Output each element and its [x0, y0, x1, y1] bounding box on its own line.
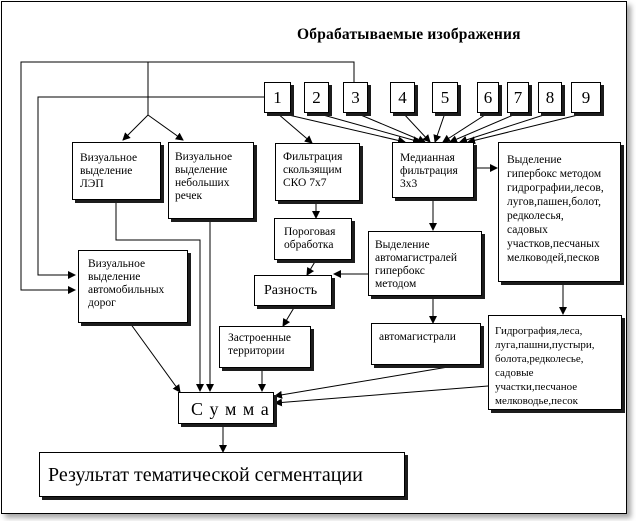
box-threshold: Пороговая обработка: [274, 218, 352, 260]
box-label: Гидрография,леса, луга,пашни,пустыри, бо…: [495, 325, 595, 407]
source-number: 4: [398, 88, 407, 107]
box-label: Визуальное выделение небольших речек: [175, 151, 233, 202]
source-number: 3: [351, 88, 360, 107]
source-number: 6: [483, 88, 493, 107]
box-visual-roads: Визуальное выделение автомобильных дорог: [78, 250, 188, 323]
box-label: Фильтрация скользящим СКО 7х7: [283, 151, 343, 189]
box-label: Выделение автомагистралей гипербокс мето…: [375, 239, 458, 290]
box-difference: Разность: [254, 275, 332, 306]
source-box-5: 5: [432, 82, 458, 113]
box-label: Медианная фильтрация 3х3: [400, 152, 458, 190]
source-box-8: 8: [538, 82, 562, 113]
source-number: 8: [545, 88, 555, 107]
source-number: 1: [273, 88, 282, 107]
source-number: 9: [581, 88, 591, 107]
diagram-title: Обрабатываемые изображения: [297, 26, 521, 43]
box-label: С у м м а: [191, 399, 270, 419]
box-hydrography-result: Гидрография,леса, луга,пашни,пустыри, бо…: [488, 315, 622, 410]
box-label: Разность: [264, 283, 318, 298]
source-box-4: 4: [390, 82, 415, 113]
box-visual-lep: Визуальное выделение ЛЭП: [72, 142, 161, 200]
source-number: 5: [440, 88, 450, 107]
source-box-9: 9: [571, 82, 601, 113]
source-box-6: 6: [477, 82, 499, 113]
source-box-2: 2: [304, 82, 329, 113]
box-sum: С у м м а: [178, 392, 274, 424]
source-box-7: 7: [507, 82, 529, 113]
box-highways: автомагистрали: [371, 323, 481, 365]
box-label: автомагистрали: [379, 331, 456, 343]
box-median-filtration: Медианная фильтрация 3х3: [392, 142, 474, 198]
box-label: Результат тематической сегментации: [48, 464, 363, 486]
box-visual-rivers: Визуальное выделение небольших речек: [168, 142, 254, 219]
box-segmentation-result: Результат тематической сегментации: [39, 452, 405, 497]
box-label: Застроенные территории: [228, 332, 292, 357]
box-label: Выделение гипербокс методом гидрографии,…: [507, 154, 604, 264]
box-label: Пороговая обработка: [284, 226, 336, 251]
source-number: 2: [312, 88, 321, 107]
source-box-3: 3: [343, 82, 368, 113]
source-number: 7: [513, 88, 523, 107]
box-label: Визуальное выделение ЛЭП: [80, 152, 138, 190]
box-label: Визуальное выделение автомобильных дорог: [88, 258, 165, 309]
box-filtration: Фильтрация скользящим СКО 7х7: [275, 143, 360, 201]
box-built-up: Застроенные территории: [219, 326, 311, 368]
box-highways-hyperbox: Выделение автомагистралей гипербокс мето…: [368, 231, 482, 296]
source-box-1: 1: [264, 82, 291, 113]
box-hyperbox-hydrography: Выделение гипербокс методом гидрографии,…: [498, 142, 621, 282]
